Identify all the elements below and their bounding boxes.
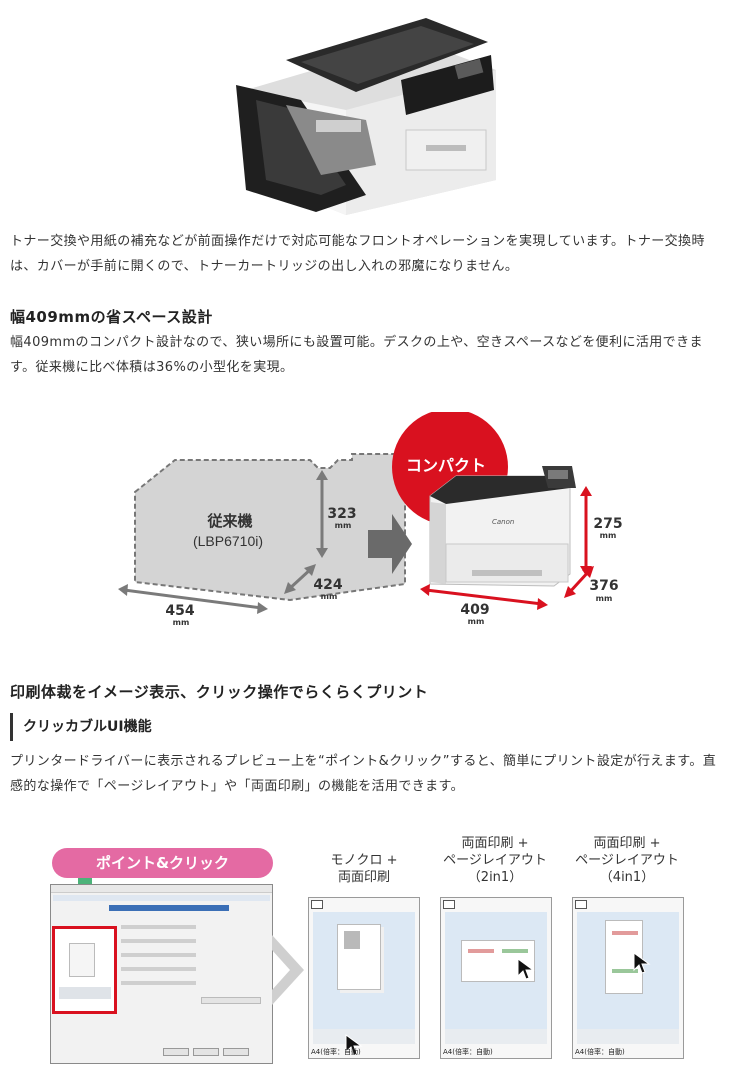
new-printer-brand: Canon — [492, 518, 514, 526]
new-depth-unit: mm — [596, 594, 613, 603]
page-color-block — [612, 969, 638, 973]
label-line-3: （2in1） — [467, 870, 523, 885]
setting-row — [121, 967, 196, 971]
old-printer-model: (LBP6710i) — [193, 533, 263, 549]
old-height-value: 323 — [327, 506, 356, 522]
label-line-3: （4in1） — [599, 870, 655, 885]
label-mono-duplex: モノクロ + 両面印刷 — [314, 852, 414, 886]
cancel-button[interactable] — [193, 1048, 219, 1056]
page-color-block — [502, 949, 528, 953]
label-line-2: ページレイアウト — [575, 853, 679, 868]
new-depth-value: 376 — [589, 578, 618, 594]
setting-row — [121, 939, 196, 943]
option-button[interactable] — [201, 997, 261, 1004]
page-image — [344, 931, 360, 949]
new-width-value: 409 — [460, 602, 489, 618]
cursor-icon — [517, 958, 535, 980]
label-line-1: 両面印刷 + — [593, 836, 661, 851]
intro-paragraph: トナー交換や用紙の補充などが前面操作だけで対応可能なフロントオペレーションを実現… — [10, 234, 705, 274]
mode-icon — [443, 900, 455, 909]
old-printer-box — [134, 453, 416, 602]
space-paragraph: 幅409mmのコンパクト設計なので、狭い場所にも設置可能。デスクの上や、空きスペ… — [10, 335, 703, 375]
old-height-unit: mm — [335, 521, 352, 530]
old-printer-name: 従来機 — [206, 512, 252, 530]
label-duplex-2in1: 両面印刷 + ページレイアウト （2in1） — [432, 835, 558, 886]
compact-badge-label: コンパクト — [406, 456, 486, 475]
preview-toolbar[interactable] — [59, 987, 111, 999]
page-color-block — [612, 931, 638, 935]
dialog-tabs[interactable] — [53, 895, 270, 901]
preview-toolbar[interactable] — [445, 1029, 547, 1044]
page-thumbnail[interactable] — [461, 940, 535, 982]
setting-row — [121, 925, 196, 929]
preview-toolbar[interactable] — [577, 1029, 679, 1044]
cursor-icon — [345, 1034, 363, 1056]
page-color-block — [468, 949, 494, 953]
preview-page[interactable] — [69, 943, 95, 977]
point-click-pill: ポイント&クリック — [52, 848, 273, 878]
old-width-value: 454 — [165, 603, 194, 619]
setting-row — [121, 981, 196, 985]
preview-toolbar[interactable] — [313, 1029, 415, 1044]
status-text: A4(倍率：自動) — [311, 1048, 361, 1056]
preview-card-mono-duplex: A4(倍率：自動) — [308, 897, 420, 1059]
new-width-unit: mm — [468, 617, 485, 626]
status-text: A4(倍率：自動) — [443, 1048, 493, 1056]
chevron-right-icon — [272, 935, 304, 1005]
old-depth-value: 424 — [313, 577, 342, 593]
status-text: A4(倍率：自動) — [575, 1048, 625, 1056]
print-paragraph: プリンタードライバーに表示されるプレビュー上を“ポイント&クリック”すると、簡単… — [10, 754, 717, 794]
label-duplex-4in1: 両面印刷 + ページレイアウト （4in1） — [564, 835, 690, 886]
apply-button[interactable] — [223, 1048, 249, 1056]
cursor-icon — [633, 952, 651, 974]
printer-front-open-photo — [236, 18, 496, 215]
page-thumbnail[interactable] — [337, 924, 381, 990]
space-heading: 幅409mmの省スペース設計 — [10, 308, 213, 326]
page-thumbnail[interactable] — [605, 920, 643, 994]
preview-highlight[interactable] — [52, 926, 117, 1014]
preview-card-duplex-4in1: A4(倍率：自動) — [572, 897, 684, 1059]
preview-card-duplex-2in1: A4(倍率：自動) — [440, 897, 552, 1059]
ok-button[interactable] — [163, 1048, 189, 1056]
printer-driver-dialog — [50, 884, 273, 1064]
mode-icon — [575, 900, 587, 909]
label-line-1: モノクロ + — [330, 853, 398, 868]
label-line-1: 両面印刷 + — [461, 836, 529, 851]
label-line-2: ページレイアウト — [443, 853, 547, 868]
size-comparison-figure: 従来機 (LBP6710i) 323 mm 424 mm 454 mm コンパク… — [118, 412, 623, 627]
label-line-2: 両面印刷 — [337, 870, 390, 885]
dialog-titlebar — [51, 885, 272, 893]
profile-select[interactable] — [109, 905, 229, 911]
new-height-value: 275 — [593, 516, 622, 532]
preview-area[interactable] — [313, 912, 415, 1029]
right-arrow — [368, 514, 412, 574]
preview-area[interactable] — [577, 912, 679, 1029]
print-heading: 印刷体裁をイメージ表示、クリック操作でらくらくプリント — [10, 683, 429, 701]
mode-icon — [311, 900, 323, 909]
clickable-ui-subheading: クリッカブルUI機能 — [10, 713, 152, 741]
new-height-unit: mm — [600, 531, 617, 540]
old-width-unit: mm — [173, 618, 190, 627]
setting-row — [121, 953, 196, 957]
old-depth-unit: mm — [321, 592, 338, 601]
